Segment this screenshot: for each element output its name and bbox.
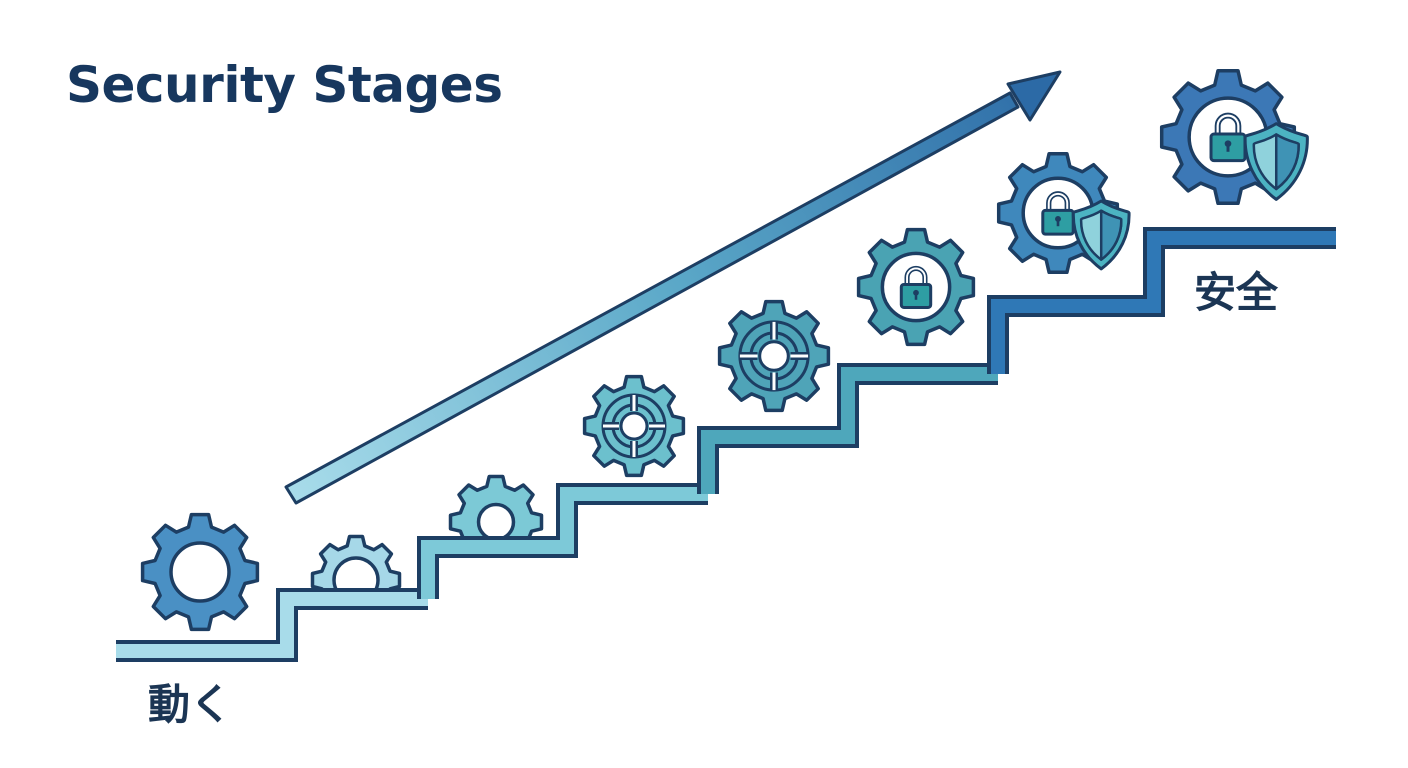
stage-1-gear-icon bbox=[140, 512, 260, 632]
stage-3-gear-icon bbox=[448, 474, 544, 536]
shield-icon bbox=[1243, 122, 1309, 201]
end-label: 安全 bbox=[1194, 268, 1279, 317]
arrow-head bbox=[1006, 70, 1062, 122]
target-center bbox=[758, 340, 790, 372]
stage-gears bbox=[140, 68, 1309, 632]
stage-4-gear-target-icon bbox=[582, 374, 686, 478]
stage-7-gear-lock-shield-icon bbox=[996, 151, 1131, 275]
start-label: 動く bbox=[148, 680, 233, 729]
staircase bbox=[116, 227, 1336, 662]
gear-hole bbox=[169, 541, 231, 603]
stage-8-gear-lock-shield-icon bbox=[1159, 68, 1309, 206]
diagram-title: Security Stages bbox=[66, 56, 503, 114]
shield-icon bbox=[1071, 199, 1131, 271]
stage-2-gear-icon bbox=[310, 534, 402, 588]
lock-icon bbox=[1041, 191, 1075, 236]
stage-6-gear-lock-icon bbox=[856, 227, 976, 347]
stage-5-gear-target-icon bbox=[717, 299, 831, 413]
gear-hole bbox=[332, 556, 380, 588]
lock-icon bbox=[899, 265, 933, 309]
arrow-shaft bbox=[284, 91, 1020, 505]
target-center bbox=[619, 411, 649, 441]
progress-arrow bbox=[284, 70, 1062, 505]
gear-hole bbox=[476, 502, 516, 536]
